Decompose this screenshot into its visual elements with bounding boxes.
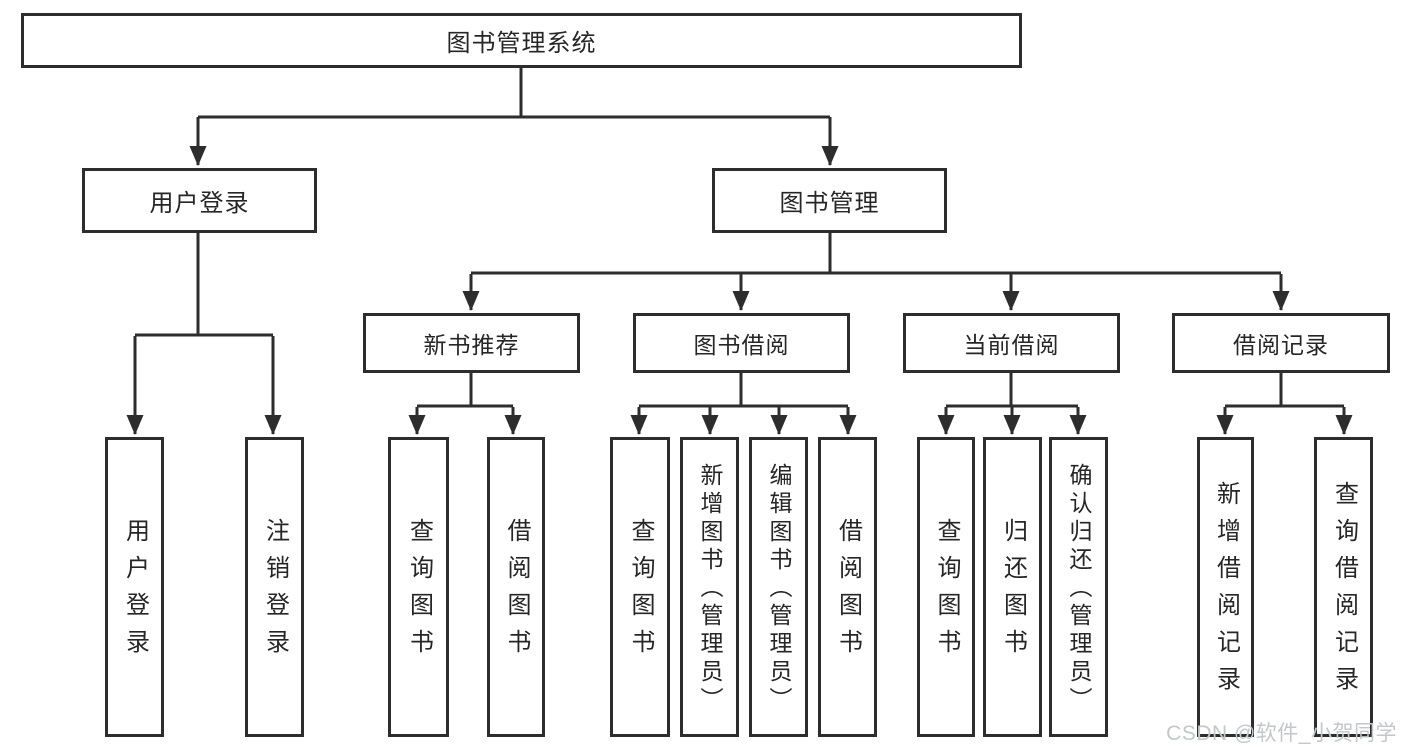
node-current-borrow: 当前借阅	[903, 313, 1120, 373]
node-new-book-recommend: 新书推荐	[363, 313, 580, 373]
leaf-query-books-recommend: 查询图书	[388, 437, 449, 737]
leaf-edit-books-admin: 编辑图书（管理员）	[749, 437, 808, 737]
leaf-add-books-admin: 新增图书（管理员）	[680, 437, 739, 737]
node-library-system: 图书管理系统	[21, 13, 1022, 68]
leaf-user-login: 用户登录	[105, 437, 164, 737]
leaf-query-borrow-record: 查询借阅记录	[1314, 437, 1373, 737]
leaf-query-books-borrow: 查询图书	[610, 437, 670, 737]
leaf-borrow-books: 借阅图书	[818, 437, 877, 737]
leaf-return-books: 归还图书	[983, 437, 1042, 737]
leaf-add-borrow-record: 新增借阅记录	[1197, 437, 1254, 737]
node-book-management: 图书管理	[712, 168, 947, 233]
leaf-borrow-books-recommend: 借阅图书	[487, 437, 545, 737]
leaf-confirm-return-admin: 确认归还（管理员）	[1049, 437, 1108, 737]
leaf-logout: 注销登录	[245, 437, 304, 737]
node-borrow-record: 借阅记录	[1172, 313, 1390, 373]
node-user-login: 用户登录	[82, 168, 317, 233]
leaf-query-books-current: 查询图书	[917, 437, 975, 737]
csdn-watermark: CSDN @软件_小贺同学	[1166, 722, 1397, 745]
node-book-borrow: 图书借阅	[633, 313, 850, 373]
